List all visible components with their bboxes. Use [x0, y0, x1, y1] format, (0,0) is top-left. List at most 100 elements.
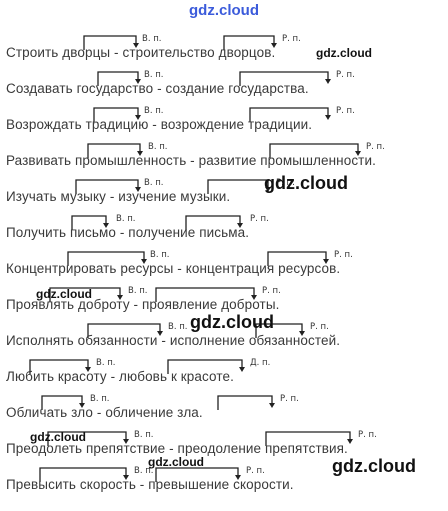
- right-case-arrow: [237, 223, 243, 228]
- left-case-bracket: [87, 323, 161, 338]
- left-case-arrow: [135, 79, 141, 84]
- phrase-text: Проявлять доброту - проявление доброты.: [6, 297, 280, 312]
- case-brackets: В. п.Р. п.: [47, 430, 377, 446]
- case-brackets: В. п. Р. п.: [67, 250, 353, 266]
- left-case-label: В. п.: [134, 466, 154, 476]
- case-brackets: В. п. Р. п.: [87, 322, 329, 338]
- right-case-label: Р. п.: [310, 322, 329, 332]
- left-case-label: В. п.: [168, 322, 188, 332]
- phrase-text: Строить дворцы - строительство дворцов.: [6, 45, 276, 60]
- watermark: gdz.cloud: [332, 456, 416, 476]
- phrase-row: В. п.Д. п.Любить красоту - любовь к крас…: [6, 352, 444, 386]
- left-case-bracket: [83, 35, 137, 50]
- watermark: gdz.cloud: [190, 312, 274, 332]
- left-case-label: В. п.: [90, 394, 110, 404]
- phrase-row: В. п. Р. п. Изучать музыку - изучение музы…: [6, 172, 444, 206]
- watermark: gdz.cloud: [30, 430, 86, 444]
- phrase-row: В. п.Р. п.Превысить скорость - превышени…: [6, 460, 444, 494]
- watermark: gdz.cloud: [316, 46, 372, 60]
- left-case-bracket: [97, 71, 139, 86]
- watermark: gdz.cloud: [36, 287, 92, 301]
- right-case-bracket: [269, 143, 359, 158]
- phrase-row: В. п. Р. п.Проявлять доброту - проявление…: [6, 280, 444, 314]
- watermark: gdz.cloud: [148, 455, 204, 469]
- right-case-arrow: [323, 259, 329, 264]
- right-case-label: Р. п.: [334, 250, 353, 260]
- left-case-label: В. п.: [128, 286, 148, 296]
- right-case-bracket: [167, 359, 243, 374]
- phrase-row: В. п. Р. п. Возрождать традицию - возрожде…: [6, 100, 444, 134]
- left-case-bracket: [41, 395, 83, 410]
- left-case-label: В. п.: [142, 34, 162, 44]
- left-case-bracket: [67, 251, 145, 266]
- case-brackets: В. п.Р. п.: [39, 466, 265, 482]
- phrase-row: В. п.Р. п.Развивать промышленность - раз…: [6, 136, 444, 170]
- left-case-bracket: [39, 467, 127, 482]
- left-case-arrow: [123, 439, 129, 444]
- right-case-arrow: [271, 43, 277, 48]
- left-case-arrow: [135, 115, 141, 120]
- left-case-label: В. п.: [144, 70, 164, 80]
- right-case-bracket: [155, 467, 239, 482]
- right-case-arrow: [265, 187, 271, 192]
- left-case-arrow: [103, 223, 109, 228]
- right-case-arrow: [325, 79, 331, 84]
- case-brackets: В. п. Р. п.: [49, 286, 281, 302]
- left-case-bracket: [71, 215, 107, 230]
- left-case-arrow: [137, 151, 143, 156]
- phrase-row: В. п.Р. п.Создавать государство - создан…: [6, 64, 444, 98]
- phrase-text: Преодолеть препятствие - преодоление пре…: [6, 441, 348, 456]
- right-case-bracket: [255, 323, 303, 338]
- case-brackets: В. п.Д. п.: [29, 358, 270, 374]
- phrase-text: Создавать государство - создание государ…: [6, 81, 309, 96]
- right-case-arrow: [325, 115, 331, 120]
- left-case-arrow: [157, 331, 163, 336]
- left-case-arrow: [135, 187, 141, 192]
- right-case-arrow: [269, 403, 275, 408]
- left-case-bracket: [49, 287, 121, 302]
- phrase-text: Исполнять обязанности - исполнение обяза…: [6, 333, 341, 348]
- case-brackets: В. п. Р. п.: [71, 214, 269, 230]
- case-brackets: В. п. Р. п.: [41, 394, 299, 410]
- right-case-arrow: [251, 295, 257, 300]
- case-brackets: В. п. Р. п.: [93, 106, 355, 122]
- left-case-arrow: [123, 475, 129, 480]
- left-case-bracket: [29, 359, 89, 374]
- phrase-row: В. п.Р. п.Концентрировать ресурсы - конц…: [6, 244, 444, 278]
- phrase-row: В. п.Р. п.Строить дворцы - строительство…: [6, 28, 444, 62]
- right-case-arrow: [355, 151, 361, 156]
- phrase-row: В. п.Р. п.Преодолеть препятствие - преод…: [6, 424, 444, 458]
- left-case-label: В. п.: [150, 250, 170, 260]
- right-case-arrow: [347, 439, 353, 444]
- right-case-label: Р. п.: [262, 286, 281, 296]
- left-case-arrow: [85, 367, 91, 372]
- right-case-bracket: [155, 287, 255, 302]
- left-case-bracket: [93, 107, 139, 122]
- left-case-label: В. п.: [144, 106, 164, 116]
- left-case-arrow: [117, 295, 123, 300]
- case-brackets: В. п.Р. п.: [87, 142, 385, 158]
- left-case-label: В. п.: [144, 178, 164, 188]
- right-case-arrow: [299, 331, 305, 336]
- left-case-label: В. п.: [116, 214, 136, 224]
- right-case-label: Р. п.: [366, 142, 385, 152]
- left-case-bracket: [75, 179, 139, 194]
- right-case-label: Р. п.: [276, 178, 295, 188]
- right-case-arrow: [235, 475, 241, 480]
- right-case-label: Р. п.: [280, 394, 299, 404]
- phrase-row: В. п. Р. п.Исполнять обязанности - исполн…: [6, 316, 444, 350]
- right-case-label: Р. п.: [250, 214, 269, 224]
- left-case-label: В. п.: [134, 430, 154, 440]
- phrase-text: Превысить скорость - превышение скорости…: [6, 477, 294, 492]
- right-case-bracket: [239, 71, 329, 86]
- phrase-text: Изучать музыку - изучение музыки.: [6, 189, 231, 204]
- right-case-bracket: [217, 395, 273, 410]
- left-case-arrow: [79, 403, 85, 408]
- phrase-text: Возрождать традицию - возрождение традиц…: [6, 117, 313, 132]
- right-case-label: Р. п.: [336, 106, 355, 116]
- watermark: gdz.cloud: [264, 173, 348, 193]
- right-case-bracket: [265, 431, 351, 446]
- phrase-text: Развивать промышленность - развитие пром…: [6, 153, 376, 168]
- case-brackets: В. п.Р. п.: [97, 70, 355, 86]
